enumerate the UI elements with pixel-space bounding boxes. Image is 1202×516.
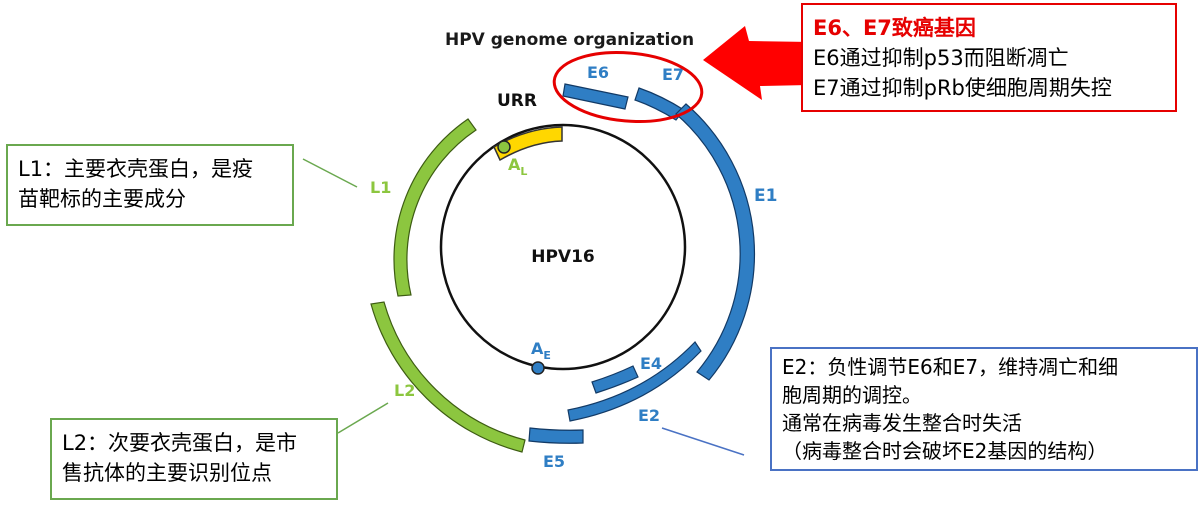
gene-e2-label: E2: [638, 406, 660, 425]
gene-e7-label: E7: [662, 65, 684, 84]
e6e7-heading: E6、E7致癌基因: [813, 16, 976, 40]
urr-region: [493, 126, 563, 162]
e6e7-highlight-ellipse: [552, 51, 704, 123]
gene-e4-bar: [591, 365, 639, 394]
l1-connector-line: [302, 158, 358, 188]
gene-e5-label: E5: [543, 452, 565, 471]
e6e7-line-1: E6通过抑制p53而阻断凋亡: [813, 46, 1069, 70]
gene-e6-label: E6: [587, 63, 609, 82]
gene-l1-bar: [393, 118, 477, 297]
gene-e4-label: E4: [640, 354, 662, 373]
l2-line-2: 售抗体的主要识别位点: [62, 461, 272, 485]
gene-e6-bar: [562, 83, 629, 110]
red-arrow: [703, 26, 812, 100]
genome-circle: [439, 123, 687, 371]
gene-l1-label: L1: [370, 178, 391, 197]
e2-line-1: E2：负性调节E6和E7，维持凋亡和细: [782, 355, 1119, 379]
l1-line-2: 苗靶标的主要成分: [18, 187, 186, 211]
diagram-title: HPV genome organization: [445, 30, 694, 50]
urr-label: URR: [497, 91, 537, 111]
l2-callout: L2：次要衣壳蛋白，是市 售抗体的主要识别位点: [50, 418, 338, 500]
e2-line-3: 通常在病毒发生整合时失活: [782, 411, 1022, 435]
l2-line-1: L2：次要衣壳蛋白，是市: [62, 431, 298, 455]
ae-label: AE: [531, 339, 551, 362]
e2-line-2: 胞周期的调控。: [782, 383, 922, 407]
gene-e7-bar: [634, 87, 685, 121]
genome-name: HPV16: [531, 247, 595, 267]
l1-line-1: L1：主要衣壳蛋白，是疫: [18, 157, 254, 181]
e6e7-line-2: E7通过抑制pRb使细胞周期失控: [813, 76, 1112, 100]
gene-e2-bar: [567, 341, 702, 422]
e2-connector-line: [661, 427, 745, 456]
ae-promoter-dot: [531, 361, 545, 375]
gene-e5-bar: [528, 427, 584, 444]
e2-line-4: （病毒整合时会破坏E2基因的结构）: [782, 439, 1108, 463]
gene-l2-bar: [370, 301, 526, 453]
e6e7-oncogene-callout: E6、E7致癌基因 E6通过抑制p53而阻断凋亡 E7通过抑制pRb使细胞周期失…: [801, 3, 1177, 112]
l2-connector-line: [337, 402, 389, 434]
gene-l2-label: L2: [394, 381, 415, 400]
e2-callout: E2：负性调节E6和E7，维持凋亡和细 胞周期的调控。 通常在病毒发生整合时失活…: [770, 347, 1198, 471]
gene-e1-label: E1: [754, 186, 777, 206]
l1-callout: L1：主要衣壳蛋白，是疫 苗靶标的主要成分: [6, 144, 294, 226]
al-label: AL: [508, 155, 527, 178]
al-promoter-dot: [497, 140, 511, 154]
gene-e1-bar: [675, 103, 756, 381]
